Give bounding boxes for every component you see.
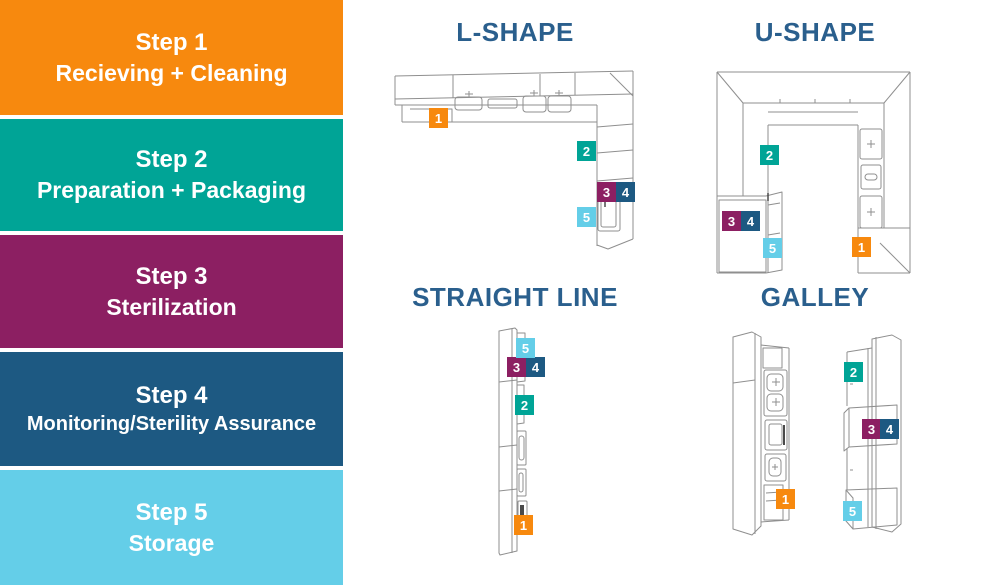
step-5-badge: 5 (843, 501, 862, 521)
step-2-badge: 2 (844, 362, 863, 382)
step-subtitle: Recieving + Cleaning (55, 59, 288, 86)
sidebar-step-4: Step 4 Monitoring/Sterility Assurance (0, 352, 343, 466)
layout-title-l-shape: L-SHAPE (456, 17, 574, 47)
sidebar-step-2: Step 2 Preparation + Packaging (0, 119, 343, 231)
sidebar-step-5: Step 5 Storage (0, 470, 343, 585)
galley-diagram (732, 331, 902, 536)
step-title: Step 2 (135, 146, 208, 174)
step-title: Step 5 (135, 498, 208, 526)
step-title: Step 4 (135, 382, 208, 410)
l-shape-diagram (394, 70, 634, 250)
step-subtitle: Monitoring/Sterility Assurance (26, 412, 317, 435)
step-subtitle: Preparation + Packaging (36, 177, 307, 204)
u-shape-diagram (716, 71, 911, 274)
step-subtitle: Sterilization (106, 293, 237, 320)
step-1-badge: 1 (776, 489, 795, 509)
step-subtitle: Storage (128, 529, 215, 556)
step-3-badge: 3 (722, 211, 741, 231)
step-5-badge: 5 (577, 207, 596, 227)
step-2-badge: 2 (577, 141, 596, 161)
step-2-badge: 2 (515, 395, 534, 415)
step-5-badge: 5 (763, 238, 782, 258)
step-4-badge: 4 (616, 182, 635, 202)
step-5-badge: 5 (516, 338, 535, 358)
sidebar-step-1: Step 1 Recieving + Cleaning (0, 0, 343, 115)
step-4-badge: 4 (741, 211, 760, 231)
layout-title-galley: GALLEY (760, 282, 870, 312)
layout-title-u-shape: U-SHAPE (754, 17, 876, 47)
step-1-badge: 1 (429, 108, 448, 128)
step-4-badge: 4 (880, 419, 899, 439)
step-title: Step 3 (135, 262, 208, 290)
layout-title-straight-line: STRAIGHT LINE (412, 282, 618, 312)
sidebar-step-3: Step 3 Sterilization (0, 235, 343, 348)
step-2-badge: 2 (760, 145, 779, 165)
step-3-badge: 3 (507, 357, 526, 377)
step-3-badge: 3 (862, 419, 881, 439)
step-1-badge: 1 (514, 515, 533, 535)
step-title: Step 1 (135, 28, 208, 56)
step-1-badge: 1 (852, 237, 871, 257)
step-3-badge: 3 (597, 182, 616, 202)
step-4-badge: 4 (526, 357, 545, 377)
